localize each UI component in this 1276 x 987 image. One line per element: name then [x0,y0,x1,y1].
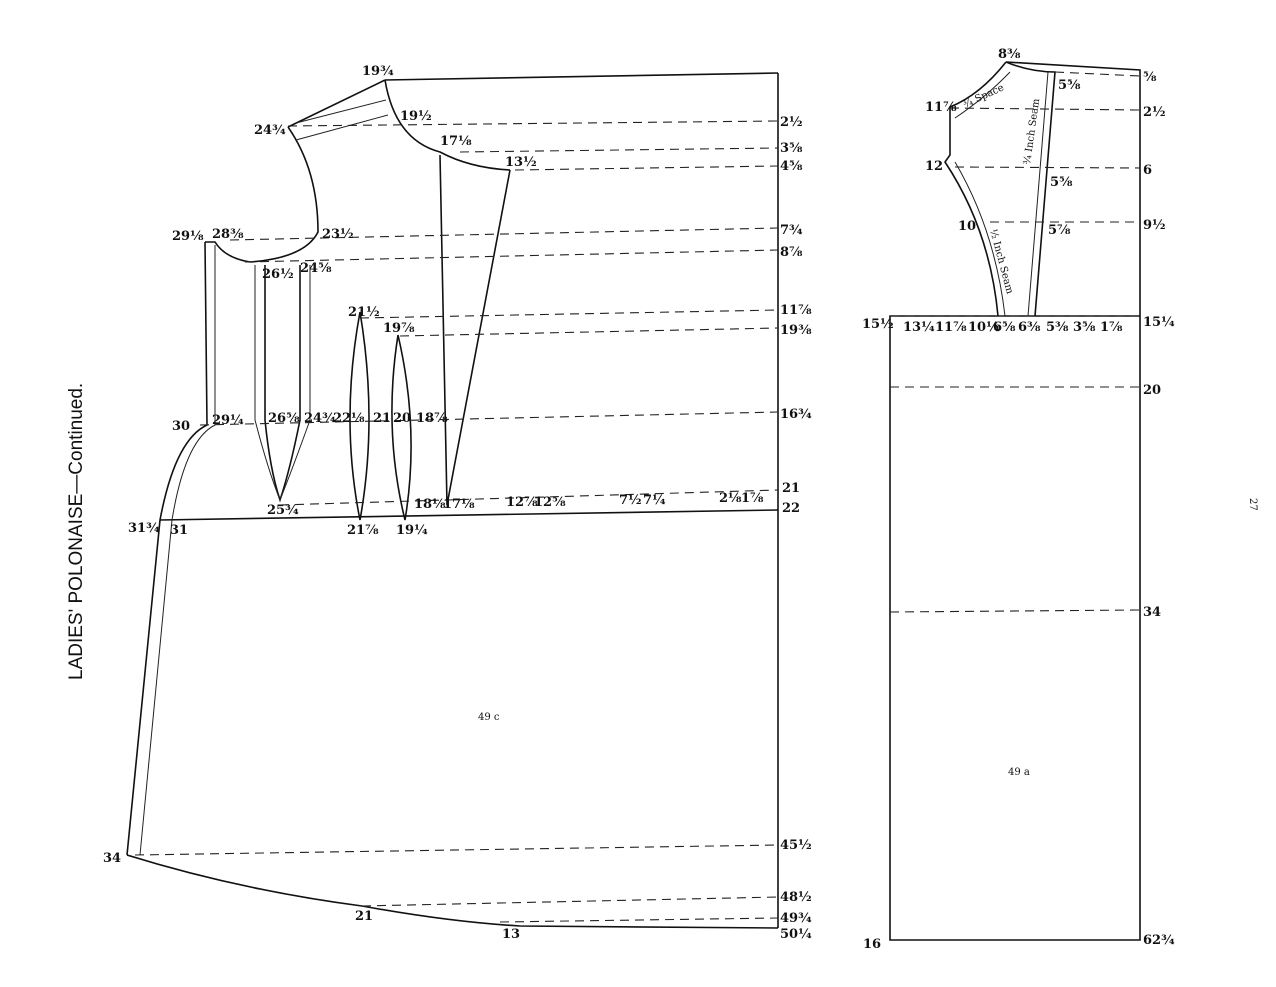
seam-note: ¾ Inch Seam [1022,97,1042,165]
measurement-label: 12 [925,159,943,174]
measurement-label: 49¾ [780,911,812,926]
measurement-label: 12⅞ [506,495,538,510]
measurement-label: 16 [863,937,881,952]
measurement-label: 6 [1143,163,1152,178]
measurement-label: 2½ [780,115,803,130]
measurement-label: 17⅛ [443,497,475,512]
measurement-label: 10¼ [968,320,1000,335]
measurement-label: 2½ [1143,105,1166,120]
measurement-label: 7¼ [643,493,666,508]
measurement-label: 22⅛ [333,411,365,426]
measurement-label: 26⅝ [268,411,300,426]
hem-curve [126,854,779,929]
measurement-label: 18⅞ [416,411,448,426]
measurement-label: 3⅝ [1073,320,1096,335]
measurement-label: 19¼ [396,523,428,538]
measurement-label: 4⅝ [780,159,803,174]
measurement-label: 19¾ [362,64,394,79]
measurement-label: 19½ [400,109,432,124]
measurement-label: 11⅞ [780,303,812,318]
measurement-label: 21 [373,411,391,426]
measurement-label: 12⅝ [534,495,566,510]
measurement-label: 15¼ [1143,315,1175,330]
measurement-label: 8⅞ [780,245,803,260]
measurement-label: 1⅞ [741,491,764,506]
measurement-label: 21⅞ [347,523,379,538]
page-title: LADIES' POLONAISE—Continued. [66,383,87,680]
measurement-label: 8⅜ [998,47,1021,62]
measurement-label: 13¼ [903,320,935,335]
measurement-label: 23½ [322,227,354,242]
seam-note: ½ Inch Seam [987,228,1015,296]
measurement-label: 28⅜ [212,227,244,242]
measurement-label: 21 [782,481,800,496]
measurement-label: 30 [172,419,190,434]
measurement-label: 2⅛ [719,491,742,506]
waist-line [159,509,779,521]
measurement-label: 29¼ [212,413,244,428]
measurement-label: 24¾ [304,411,336,426]
measurement-label: 29⅛ [172,229,204,244]
measurement-label: 18⅛ [414,497,446,512]
measurement-label: 21 [355,909,373,924]
measurement-label: 21½ [348,305,380,320]
measurement-label: 50¼ [780,927,812,942]
measurement-label: 19⅞ [383,321,415,336]
armhole-curve [205,126,319,263]
measurement-label: 6⅝ [993,320,1016,335]
measurement-label: 7¾ [780,223,803,238]
measurement-label: 17⅛ [440,134,472,149]
measurement-label: 16¾ [780,407,812,422]
measurement-label: 3⅝ [780,141,803,156]
measurement-label: 10 [958,219,976,234]
measurement-label: 5⅞ [1048,223,1071,238]
measurement-label: 34 [103,851,121,866]
measurement-label: 5⅝ [1058,78,1081,93]
measurement-label: 11⅞ [925,100,957,115]
measurement-label: 31¾ [128,521,160,536]
measurement-label: 48½ [780,890,812,905]
measurement-labels: 19¾ 24¾ 19½ 17⅛ 13½ 2½ 3⅝ 4⅝ 7¾ 8⅞ 29⅛ 28⅜ 23½ 26½ 24⅝… [103,47,1175,952]
measurement-label: 45½ [780,838,812,853]
sleeve-pattern-piece: ¾ Space ¾ Inch Seam ½ Inch Seam [889,61,1141,941]
measurement-label: 13½ [505,155,537,170]
piece-label: 49 c [478,712,500,723]
top-line [384,72,779,81]
measurement-label: 13 [502,927,520,942]
measurement-label: 11⅞ [935,320,967,335]
measurement-label: 15½ [862,317,894,332]
measurement-label: 25¾ [267,503,299,518]
measurement-label: 62¾ [1143,933,1175,948]
measurement-label: 31 [170,523,188,538]
measurement-label: 34 [1143,605,1161,620]
back-pattern-piece [126,72,779,929]
measurement-label: 24¾ [254,123,286,138]
measurement-label: 20 [1143,383,1161,398]
neck-curve [384,79,511,171]
measurement-label: 6⅜ [1018,320,1041,335]
measurement-label: ⅝ [1143,70,1157,85]
measurement-label: 26½ [262,267,294,282]
measurement-label: 7½ [619,493,642,508]
measurement-label: 1⅞ [1100,320,1123,335]
measurement-label: 9½ [1143,218,1166,233]
measurement-label: 19⅜ [780,323,812,338]
measurement-label: 20 [393,411,411,426]
measurement-label: 22 [782,501,800,516]
shoulder-line [287,79,386,128]
measurement-label: 5⅜ [1046,320,1069,335]
measurement-label: 24⅝ [300,261,332,276]
measurement-label: 5⅝ [1050,175,1073,190]
side-seam [126,241,208,856]
piece-label: 49 a [1008,767,1030,778]
page-number: 27 [1247,498,1258,511]
